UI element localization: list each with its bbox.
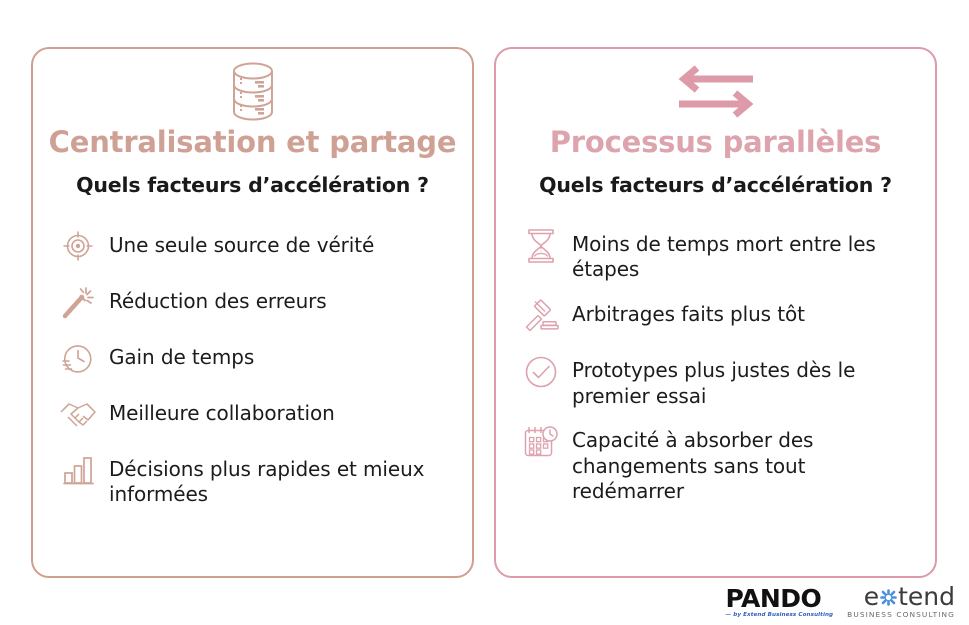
two-way-arrows-icon — [496, 59, 935, 121]
benefits-list-centralisation: Une seule source de vérité Réduction des… — [33, 223, 472, 508]
card-subtitle: Quels facteurs d’accélération ? — [539, 172, 892, 197]
target-icon — [55, 223, 101, 269]
list-item: Prototypes plus justes dès le premier es… — [518, 349, 917, 409]
hourglass-icon — [518, 223, 564, 269]
pando-tagline: — by Extend Business Consulting — [725, 612, 834, 619]
benefits-list-processus: Moins de temps mort entre les étapes Arb… — [496, 223, 935, 505]
database-icon — [33, 59, 472, 121]
magic-wand-icon — [55, 279, 101, 325]
card-subtitle: Quels facteurs d’accélération ? — [76, 172, 429, 197]
list-item: Réduction des erreurs — [55, 279, 454, 325]
list-item-label: Réduction des erreurs — [109, 288, 327, 313]
extend-word-prefix: e — [863, 581, 880, 611]
calendar-clock-icon — [518, 419, 564, 465]
card-title: Processus parallèles — [549, 125, 882, 159]
extend-logo: e tend BUSINESS CONSULTING — [847, 584, 955, 619]
card-title: Centralisation et partage — [48, 125, 457, 159]
list-item-label: Capacité à absorber des changements sans… — [572, 428, 814, 504]
list-item: Décisions plus rapides et mieux informée… — [55, 447, 454, 508]
card-centralisation: Centralisation et partage Quels facteurs… — [31, 47, 474, 578]
clock-icon — [55, 335, 101, 381]
list-item-label: Gain de temps — [109, 344, 255, 369]
list-item: Arbitrages faits plus tôt — [518, 293, 917, 339]
extend-tagline: BUSINESS CONSULTING — [847, 609, 955, 619]
footer-logos: PANDO — by Extend Business Consulting e — [725, 584, 955, 619]
list-item-label: Décisions plus rapides et mieux informée… — [109, 456, 425, 507]
gavel-icon — [518, 293, 564, 339]
list-item: Gain de temps — [55, 335, 454, 381]
list-item: Moins de temps mort entre les étapes — [518, 223, 917, 283]
card-processus-paralleles: Processus parallèles Quels facteurs d’ac… — [494, 47, 937, 578]
extend-wordmark: e tend — [864, 584, 955, 609]
pando-wordmark: PANDO — [725, 584, 822, 614]
bar-chart-icon — [55, 447, 101, 493]
pando-logo: PANDO — by Extend Business Consulting — [725, 586, 833, 619]
extend-word-suffix: tend — [898, 581, 955, 611]
list-item: Meilleure collaboration — [55, 391, 454, 437]
list-item: Une seule source de vérité — [55, 223, 454, 269]
list-item: Capacité à absorber des changements sans… — [518, 419, 917, 505]
extend-star-icon — [879, 588, 898, 607]
cards-container: Centralisation et partage Quels facteurs… — [31, 47, 937, 578]
list-item-label: Une seule source de vérité — [109, 232, 375, 257]
check-circle-icon — [518, 349, 564, 395]
handshake-icon — [55, 391, 101, 437]
list-item-label: Meilleure collaboration — [109, 400, 335, 425]
list-item-label: Arbitrages faits plus tôt — [572, 302, 805, 327]
list-item-label: Moins de temps mort entre les étapes — [572, 231, 876, 282]
list-item-label: Prototypes plus justes dès le premier es… — [572, 358, 856, 408]
